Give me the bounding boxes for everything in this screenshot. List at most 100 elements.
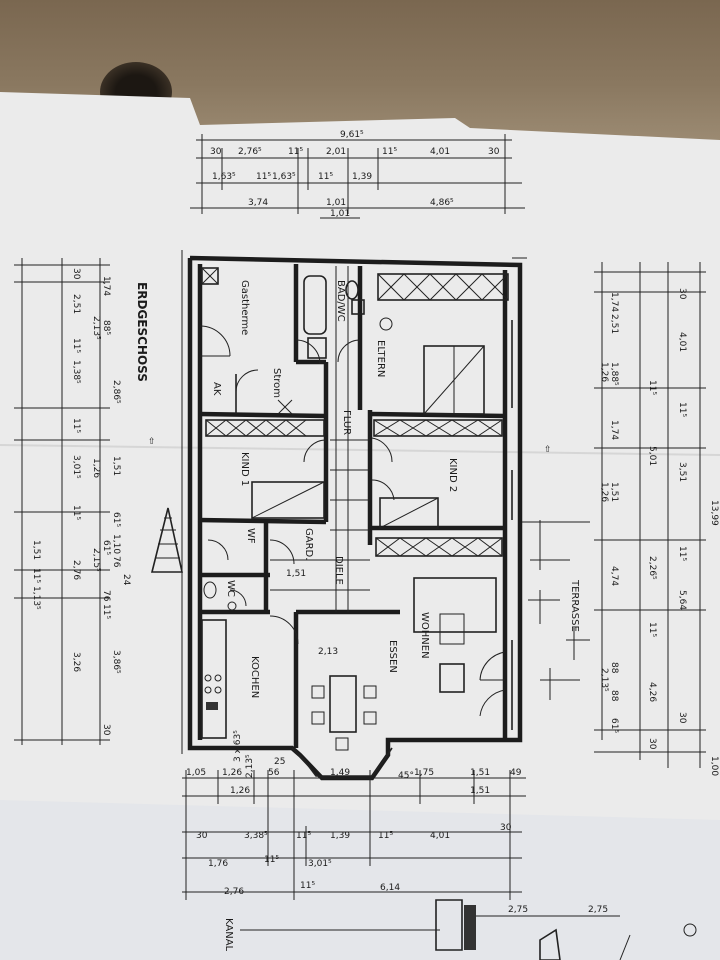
dim-label: 2,86⁵ [111,380,121,404]
dim-label: 11⁵ [296,831,311,841]
paper-shadow-fold [0,800,720,960]
dim-label: 30 [647,738,657,750]
dim-label: 1,26 [230,786,250,796]
door-swings [199,325,506,717]
dim-label: 1,63⁵ [272,172,296,182]
dim-label: 3,51 [677,462,687,482]
dim-label: 30 [677,712,687,724]
dim-label: 11⁵ [71,505,81,520]
dim-label: 4,01 [677,332,687,352]
dim-label: 1,63⁵ [212,172,236,182]
dim-label: 11⁵ [101,604,111,619]
dim-overall-width: 9,61⁵ [340,130,364,140]
dim-label: 2,13⁵ [91,316,101,340]
dim-label: 30 [488,147,500,157]
dim-label: 56 [268,768,280,778]
room-label-gard: GARD. [303,528,314,560]
dim-label: 2,75 [588,905,608,915]
dim-label: 1,10 [111,534,121,554]
dim-label: 11⁵ [71,338,81,353]
dim-label: 11⁵ [647,380,657,395]
dim-label: 1,51 [609,482,619,502]
dim-label: 2,76 [71,560,81,580]
dim-label: 5,64 [677,590,687,610]
dim-label: 1,39 [352,172,372,182]
dim-label: 1,00 [709,756,719,776]
hall-tile-grid [270,266,370,612]
dim-label: 2,75 [508,905,528,915]
dim-label: 11⁵ [677,402,687,417]
dim-label: 30 [196,831,208,841]
terrace-outline [522,520,590,700]
dim-label: 3,26 [71,652,81,672]
room-label-wc: WC [225,580,236,597]
dim-label: 76 [101,590,111,602]
dim-label: 1,26 [599,482,609,502]
room-label-kanal: KANAL [223,918,234,952]
room-label-strom: Strom [271,368,282,398]
dimension-chain-bottom: 1,05 1,26 56 1,49 1,75 1,51 49 1,26 1,51… [182,768,620,917]
dim-label: 11⁵ [71,418,81,433]
dim-label: 11⁵ [318,172,333,182]
note-bay-dims: 3 x 63⁵ [233,730,243,762]
room-label-wf: WF [245,528,256,544]
dimension-chain-left: 30 2,51 11⁵ 3,01⁵ 11⁵ 1,51 11⁵ 1,13⁵ 1,7… [14,258,149,745]
plan-notes: 1,51 2,13 3 x 63⁵ 2,13⁵ 25 45° [233,569,414,781]
dim-label: 3,01⁵ [308,859,332,869]
dim-label: 88⁵ [101,320,111,335]
svg-text:⇧: ⇧ [148,437,156,447]
dimension-chain-top: 9,61⁵ 30 2,76⁵ 11⁵ 2,01 11⁵ 4,01 30 1,63… [190,130,525,219]
dim-label: 2,51 [609,314,619,334]
room-label-bad-wc: BAD/WC [335,280,346,322]
paper-sheet [0,92,720,960]
site-plan-fragment [240,899,697,960]
room-label-flur: FLUR [341,410,352,435]
room-label-gastherme: Gastherme [239,280,250,335]
room-label-kochen: KOCHEN [249,656,260,698]
dim-label: 2,26⁵ [647,556,657,580]
dim-label: 3,01⁵ [71,455,81,479]
dim-label: 1,74 [609,292,619,312]
dim-label: 61⁵ [101,540,111,555]
svg-text:⇧: ⇧ [544,445,552,455]
dim-label: 61⁵ [609,718,619,733]
dim-label: 1,38⁵ [71,360,81,384]
room-labels: Gastherme BAD/WC ELTERN Strom AK FLUR KI… [211,280,580,952]
dim-label: 11⁵ [382,147,397,157]
dimension-chain-right: 13,99 1,00 30 4,01 11⁵ 5,01 3,51 11⁵ 5,6… [594,262,719,776]
dim-label: 4,74 [609,566,619,586]
note-essen-width: 2,13 [318,647,338,657]
dim-label: 1,75 [414,768,434,778]
dim-label: 2,01 [326,147,346,157]
dim-label: 61⁵ [111,512,121,527]
room-label-eltern: ELTERN [375,340,386,377]
dim-label: 30 [500,823,512,833]
dim-label: 1,88⁵ [609,362,619,386]
dim-label: 2,76⁵ [238,147,262,157]
room-label-ak: AK [211,382,222,396]
dim-label: 1,51 [111,456,121,476]
dim-label: 1,76 [208,859,228,869]
plan-title: ERDGESCHOSS [135,282,149,382]
dim-label: 1,39 [330,831,350,841]
dim-label: 1,74 [101,276,111,296]
dim-label: 76 [111,556,121,568]
room-label-diele: DIELE [333,556,344,585]
dim-label: 88 [609,662,619,674]
dim-label: 1,26 [599,362,609,382]
dim-label: 1,51 [470,768,490,778]
dim-label: 30 [71,268,81,280]
dim-label: 30 [101,724,111,736]
dim-label: 11⁵ [300,881,315,891]
note-bay-dims2: 2,13⁵ [245,754,255,778]
note-bay-25: 25 [274,757,285,767]
dim-label: 24 [121,574,131,586]
room-label-wohnen: WOHNEN [419,612,430,659]
dim-label: 3,74 [248,198,268,208]
dim-label: 11⁵ [264,855,279,865]
dim-label: 1,49 [330,768,350,778]
dim-label: 1,05 [186,768,206,778]
dim-label: 11⁵ [256,172,271,182]
dim-label: 11⁵ [288,147,303,157]
room-label-kind2: KIND 2 [447,458,458,492]
